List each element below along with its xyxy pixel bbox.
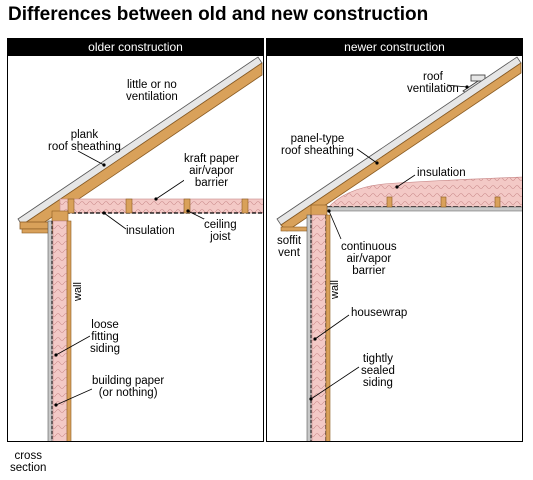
- label-wall: wall: [329, 280, 341, 299]
- ceiling-insulation: [326, 176, 522, 210]
- older-construction-drawing: [17, 56, 263, 441]
- ceiling-joists: [386, 196, 501, 208]
- newer-construction-panel: newer construction: [266, 38, 523, 442]
- label-housewrap: housewrap: [351, 307, 408, 319]
- ceiling-joists: [67, 198, 249, 214]
- tightly-sealed-siding: [306, 214, 312, 441]
- label-insulation: insulation: [417, 167, 466, 179]
- diagram-title: Differences between old and new construc…: [8, 4, 429, 25]
- ceiling-insulation: [59, 198, 263, 214]
- label-building-paper: building paper(or nothing): [92, 375, 165, 399]
- older-construction-panel: older construction: [7, 38, 264, 442]
- newer-construction-header: newer construction: [267, 39, 522, 56]
- older-construction-header: older construction: [8, 39, 263, 56]
- leader-lines: [55, 150, 209, 406]
- loose-siding: [47, 220, 53, 441]
- newer-construction-drawing: [276, 56, 522, 441]
- label-insulation: insulation: [126, 225, 175, 237]
- leader-lines: [310, 84, 468, 400]
- wall-insulation: [52, 220, 68, 441]
- wall-insulation: [311, 214, 327, 441]
- label-wall: wall: [72, 282, 84, 301]
